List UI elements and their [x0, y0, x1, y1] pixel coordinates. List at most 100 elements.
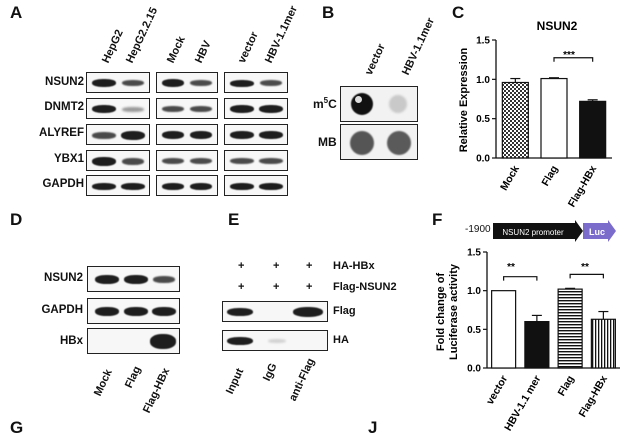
lane-label-hepg2: HepG2 — [100, 27, 126, 66]
panel-e-label: E — [228, 210, 240, 229]
blot-d-hbx — [87, 328, 180, 354]
e-cond-flag-nsun2: Flag-NSUN2 — [333, 281, 397, 293]
e-sign-1-1: + — [238, 260, 245, 272]
promoter-label: NSUN2 promoter — [502, 228, 564, 237]
e-lane-label-igg: IgG — [261, 361, 280, 384]
blot-d-gapdh — [87, 298, 180, 324]
lane-label-hbv11mer: HBV-1.1mer — [263, 4, 300, 66]
e-lane-label-antiflag: anti-Flag — [287, 356, 318, 404]
f-promoter-construct: NSUN2 promoter Luc — [493, 220, 616, 242]
panel-c-label: C — [452, 3, 465, 22]
luc-arrow — [583, 220, 616, 242]
panel-b-label: B — [322, 3, 335, 22]
chart-c-significance: *** — [563, 50, 575, 61]
d-lane-label-flag: Flag — [123, 364, 144, 391]
blot-e-flag — [222, 301, 328, 322]
blot-dnmt2-g1 — [86, 98, 150, 119]
promoter-arrow — [493, 220, 583, 242]
blot-e-ha — [222, 330, 328, 351]
y-tick-label: 1.5 — [476, 36, 490, 47]
panel-g-label: G — [10, 418, 24, 437]
blot-ybx1-g2 — [156, 150, 218, 171]
blot-dnmt2-g2 — [156, 98, 218, 119]
y-tick-label: 1.5 — [467, 248, 481, 259]
bar-flag-hbx — [590, 318, 616, 369]
d-lane-label-flaghbx: Flag-HBx — [141, 366, 173, 416]
significance-bracket — [503, 276, 538, 281]
chart-c: NSUN2 Relative Expression *** 0.00.51.01… — [458, 19, 612, 209]
blot-ybx1-g1 — [86, 150, 150, 171]
e-cond-ha-hbx: HA-HBx — [333, 260, 375, 272]
lane-label-hepg2215: HepG2.2.15 — [124, 5, 161, 66]
e-row-label-flag: Flag — [333, 305, 356, 317]
bar-flag — [540, 77, 568, 159]
lane-label-b-hbv11mer: HBV-1.1mer — [400, 16, 437, 78]
lane-label-hbv: HBV — [193, 38, 214, 66]
e-sign-1-3: + — [306, 260, 313, 272]
blot-alyref-g2 — [156, 124, 218, 145]
blot-ybx1-g3 — [224, 150, 288, 171]
panel-a-label: A — [10, 3, 23, 22]
bar-mock — [501, 81, 529, 159]
row-label-dnmt2: DNMT2 — [44, 101, 84, 113]
x-tick-label: vector — [484, 374, 510, 407]
panel-d-label: D — [10, 210, 23, 229]
row-label-ybx1: YBX1 — [53, 153, 84, 165]
d-row-label-hbx: HBx — [59, 335, 83, 347]
dot-blot-m5c — [340, 86, 418, 122]
d-lane-label-mock: Mock — [92, 367, 115, 399]
lane-label-vector: vector — [236, 30, 261, 66]
y-tick-label: 0.0 — [467, 364, 481, 375]
chart-f-sig-left: ** — [507, 262, 515, 273]
e-sign-1-2: + — [273, 260, 280, 272]
blot-gapdh-g1 — [86, 175, 150, 196]
blot-nsun2-g1 — [86, 72, 150, 93]
blot-alyref-g1 — [86, 124, 150, 145]
x-tick-label: Flag-HBx — [577, 373, 611, 419]
panel-f-label: F — [432, 210, 443, 229]
bar-flag — [557, 288, 583, 369]
row-label-m5c: m5C — [313, 96, 337, 111]
blot-gapdh-g3 — [224, 175, 288, 196]
row-label-nsun2: NSUN2 — [45, 76, 84, 88]
row-label-mb: MB — [318, 135, 337, 149]
chart-f: Fold change of Luciferase activity ** **… — [435, 248, 620, 433]
blot-nsun2-g3 — [224, 72, 288, 93]
y-tick-label: 0.0 — [476, 154, 490, 165]
chart-f-ylabel-1: Fold change of — [435, 273, 447, 352]
luc-label: Luc — [589, 227, 605, 237]
x-tick-label: Flag — [539, 164, 560, 189]
e-sign-2-2: + — [273, 281, 280, 293]
panel-j-label: J — [368, 418, 378, 437]
y-tick-label: 1.0 — [467, 286, 481, 297]
bar-hbv-1-1-mer — [524, 320, 550, 369]
chart-c-ylabel: Relative Expression — [458, 47, 470, 152]
chart-f-sig-right: ** — [581, 262, 589, 273]
e-sign-2-3: + — [306, 281, 313, 293]
chart-f-ylabel-2: Luciferase activity — [448, 263, 460, 360]
blot-dnmt2-g3 — [224, 98, 288, 119]
d-row-label-nsun2: NSUN2 — [44, 272, 83, 284]
e-sign-2-1: + — [238, 281, 245, 293]
bar-flag-hbx — [579, 100, 607, 159]
y-tick-label: 0.5 — [467, 325, 481, 336]
row-label-alyref: ALYREF — [39, 127, 84, 139]
e-row-label-ha: HA — [333, 334, 349, 346]
d-row-label-gapdh: GAPDH — [41, 304, 83, 316]
dot-blot-mb — [340, 124, 418, 160]
y-tick-label: 1.0 — [476, 75, 490, 86]
lane-label-b-vector: vector — [363, 42, 388, 78]
blot-d-nsun2 — [87, 266, 180, 292]
bar-vector — [491, 290, 517, 369]
e-lane-label-input: Input — [224, 366, 247, 397]
lane-label-mock: Mock — [165, 34, 188, 66]
blot-nsun2-g2 — [156, 72, 218, 93]
x-tick-label: Flag — [556, 374, 577, 399]
x-tick-label: Mock — [498, 163, 522, 192]
f-promoter-position: -1900 — [465, 224, 491, 235]
y-tick-label: 0.5 — [476, 114, 490, 125]
x-tick-label: Flag-HBx — [566, 163, 600, 209]
blot-alyref-g3 — [224, 124, 288, 145]
significance-bracket — [553, 57, 594, 62]
row-label-gapdh: GAPDH — [42, 178, 84, 190]
